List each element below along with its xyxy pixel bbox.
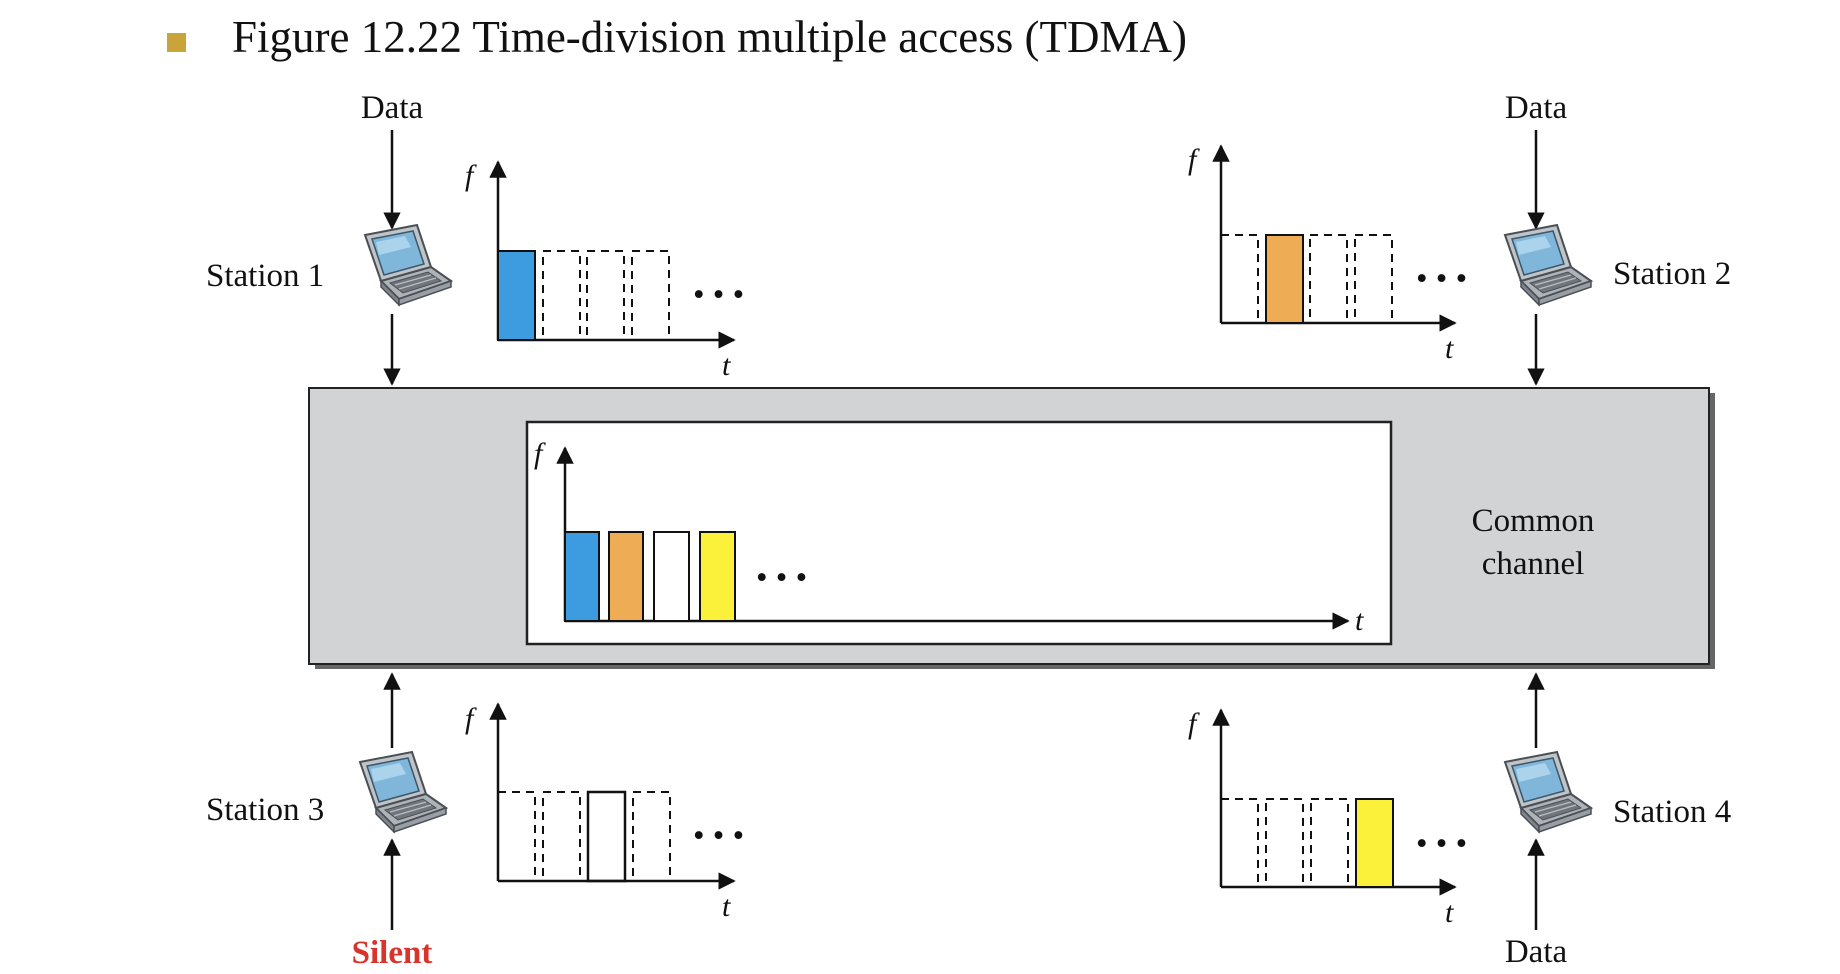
data-label-top-left: Data (361, 90, 424, 126)
s1-slot-1 (497, 250, 536, 341)
s3-slot-4 (632, 791, 671, 882)
s2-slot-2 (1265, 234, 1304, 324)
data-label-bottom-right: Data (1505, 934, 1568, 970)
station1-label: Station 1 (206, 258, 324, 294)
laptop-icon (1504, 224, 1592, 306)
figure-title: Figure 12.22 Time-division multiple acce… (232, 12, 1187, 62)
square-bullet-icon (167, 33, 186, 52)
laptop-icon (364, 224, 452, 306)
channel-slot-3 (653, 531, 690, 622)
channel-slot-4 (699, 531, 736, 622)
s2-slot-3 (1309, 234, 1348, 324)
s1-ellipsis: • • • (693, 277, 744, 313)
s4-t-label: t (1445, 896, 1454, 929)
s3-ellipsis: • • • (693, 818, 744, 854)
s4-slot-2 (1265, 798, 1304, 888)
s3-f-label: f (465, 702, 477, 735)
s2-f-label: f (1188, 143, 1200, 176)
s1-f-label: f (465, 159, 477, 192)
s2-slot-1 (1220, 234, 1259, 324)
s2-ellipsis: • • • (1416, 261, 1467, 297)
data-label-top-right: Data (1505, 90, 1568, 126)
s4-ellipsis: • • • (1416, 826, 1467, 862)
s1-slot-2 (542, 250, 581, 341)
s1-t-label: t (722, 349, 731, 382)
s4-slot-3 (1310, 798, 1349, 888)
s3-t-label: t (722, 890, 731, 923)
silent-label: Silent (352, 935, 433, 971)
laptop-icon (359, 751, 447, 833)
channel-slot-1 (564, 531, 600, 622)
s3-slot-1 (497, 791, 536, 882)
channel-label-line1: Common (1472, 503, 1595, 539)
channel-ellipsis: • • • (756, 560, 807, 596)
channel-slot-2 (608, 531, 644, 622)
s4-f-label: f (1188, 707, 1200, 740)
s4-slot-4 (1355, 798, 1394, 888)
channel-t-label: t (1355, 604, 1364, 637)
station3-label: Station 3 (206, 792, 324, 828)
station2-label: Station 2 (1613, 256, 1731, 292)
s3-slot-2 (542, 791, 581, 882)
s1-slot-4 (631, 250, 670, 341)
s2-slot-4 (1354, 234, 1393, 324)
s3-slot-3 (586, 790, 627, 883)
channel-label-line2: channel (1482, 546, 1585, 582)
s2-t-label: t (1445, 332, 1454, 365)
s1-slot-3 (586, 250, 625, 341)
station4-label: Station 4 (1613, 794, 1731, 830)
laptop-icon (1504, 751, 1592, 833)
s4-slot-1 (1220, 798, 1259, 888)
